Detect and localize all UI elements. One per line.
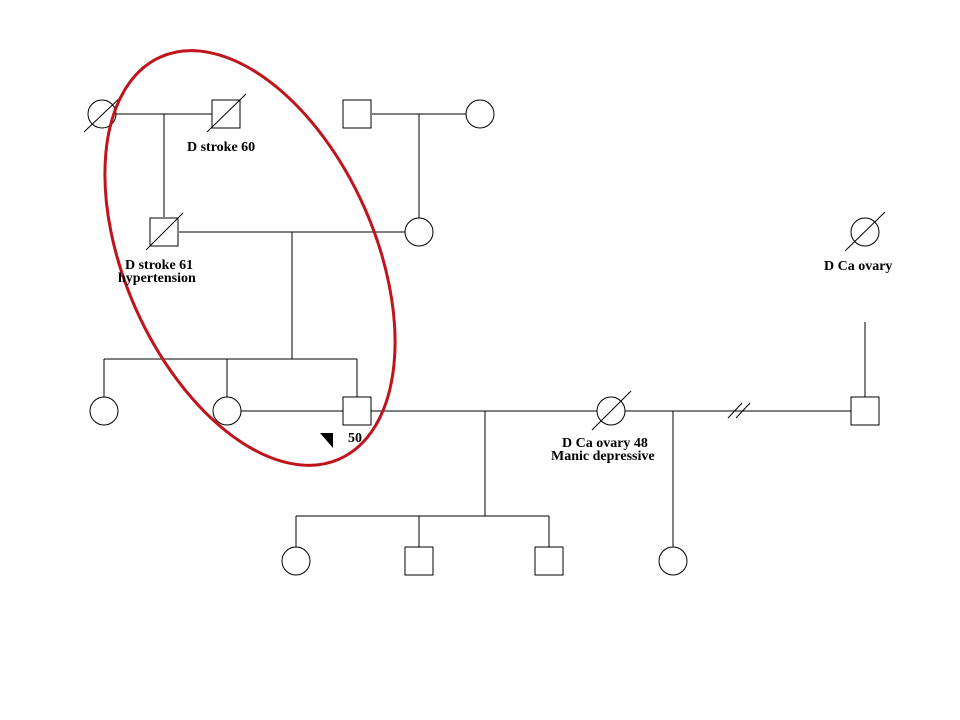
sister-1 [89, 396, 119, 426]
label-paternal-grandfather: D stroke 60 [187, 140, 256, 155]
female-symbol [89, 396, 119, 426]
male-symbol [342, 396, 372, 426]
proband [342, 396, 372, 426]
half-sibling [658, 546, 688, 576]
deceased-slash [83, 93, 125, 133]
pedigree-lines [103, 113, 866, 547]
female-symbol [281, 546, 311, 576]
child-1 [281, 546, 311, 576]
highlight-ellipse [103, 49, 397, 467]
right-grandmother-affected [844, 211, 886, 252]
female-symbol [658, 546, 688, 576]
sister-2 [212, 396, 242, 426]
wife [591, 390, 632, 431]
proband-arrow [320, 433, 333, 448]
label-wife-line1: D Ca ovary 48 [562, 436, 648, 451]
label-proband-age: 50 [348, 431, 362, 446]
deceased-slash [591, 390, 632, 431]
child-3 [534, 546, 564, 576]
deceased-slash [145, 212, 184, 251]
maternal-grandmother [465, 99, 495, 129]
female-symbol [404, 217, 434, 247]
paternal-grandmother [83, 93, 125, 133]
mother [404, 217, 434, 247]
label-father-line1: D stroke 61 [125, 258, 194, 273]
male-symbol [342, 99, 372, 129]
father [145, 212, 184, 251]
female-symbol [465, 99, 495, 129]
deceased-slash [206, 93, 247, 133]
maternal-grandfather [342, 99, 372, 129]
label-father-line2: hypertension [118, 271, 196, 286]
female-symbol [212, 396, 242, 426]
deceased-slash [844, 211, 886, 252]
male-symbol [850, 396, 880, 426]
paternal-grandfather [206, 93, 247, 133]
divorce-mark-1 [727, 402, 743, 419]
child-2 [404, 546, 434, 576]
divorce-mark-2 [735, 402, 751, 419]
male-symbol [404, 546, 434, 576]
label-right-grandmother: D Ca ovary [824, 259, 893, 274]
label-wife-line2: Manic depressive [551, 449, 655, 464]
proband-marker-triangle [320, 433, 333, 448]
wife-second-partner [850, 396, 880, 426]
male-symbol [534, 546, 564, 576]
